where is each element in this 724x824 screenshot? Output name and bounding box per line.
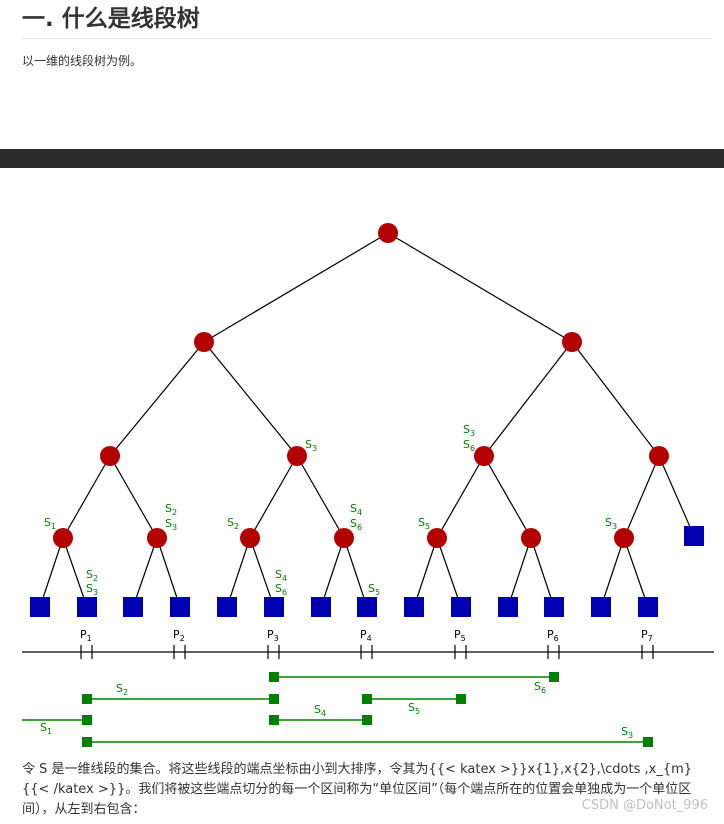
- tree-leaf: [451, 597, 471, 617]
- segment-labels: S6 S2 S5 S4 S1 S3: [40, 680, 633, 740]
- node-label: S6: [350, 517, 362, 532]
- tree-node: [614, 528, 634, 548]
- node-label: S3: [165, 517, 177, 532]
- segment-label-s6: S6: [534, 680, 546, 695]
- node-label: S4: [350, 502, 362, 517]
- node-label: S6: [463, 438, 475, 453]
- internal-nodes: [53, 223, 669, 548]
- number-axis: [22, 645, 714, 659]
- tree-leaf: [123, 597, 143, 617]
- segment-tree-diagram: S3 S3 S6 S1 S2 S3 S2 S4 S6 S5 S3 S2 S3 S…: [22, 223, 714, 747]
- node-segment-labels: S3 S3 S6 S1 S2 S3 S2 S4 S6 S5 S3 S2 S3 S…: [44, 423, 617, 597]
- tree-node: [521, 528, 541, 548]
- tree-leaf: [311, 597, 331, 617]
- tree-node: [427, 528, 447, 548]
- point-labels: P1 P2 P3 P4 P5 P6 P7: [80, 628, 653, 643]
- tree-leaf: [30, 597, 50, 617]
- point-label-p6: P6: [547, 628, 559, 643]
- tree-leaf: [264, 597, 284, 617]
- tree-node: [474, 446, 494, 466]
- tree-node-root: [378, 223, 398, 243]
- tree-leaf: [404, 597, 424, 617]
- tree-leaf: [638, 597, 658, 617]
- tree-leaf: [498, 597, 518, 617]
- point-label-p3: P3: [267, 628, 279, 643]
- tree-node: [147, 528, 167, 548]
- tree-node: [334, 528, 354, 548]
- tree-node: [649, 446, 669, 466]
- tree-leaf: [170, 597, 190, 617]
- segment-label-s2: S2: [116, 682, 128, 697]
- tree-leaf: [544, 597, 564, 617]
- tree-leaf: [684, 526, 704, 546]
- watermark: CSDN @DoNot_996: [581, 798, 708, 813]
- point-label-p4: P4: [360, 628, 372, 643]
- point-label-p7: P7: [641, 628, 653, 643]
- segment-label-s1: S1: [40, 721, 52, 736]
- tree-node: [240, 528, 260, 548]
- point-label-p2: P2: [173, 628, 185, 643]
- body-paragraph: 令 S 是一维线段的集合。将这些线段的端点坐标由小到大排序，令其为{{< kat…: [22, 762, 693, 817]
- tree-node: [100, 446, 120, 466]
- node-label: S2: [86, 568, 98, 583]
- tree-node: [194, 332, 214, 352]
- point-label-p5: P5: [454, 628, 466, 643]
- node-label: S3: [463, 423, 475, 438]
- leaf-nodes: [30, 526, 704, 617]
- tree-edges: [39, 232, 695, 608]
- intro-text: 以一维的线段树为例。: [22, 54, 143, 68]
- node-label: S5: [368, 582, 380, 597]
- segment-label-s3: S3: [621, 725, 633, 740]
- tree-leaf: [591, 597, 611, 617]
- node-label: S5: [418, 516, 430, 531]
- page-heading: 一. 什么是线段树: [22, 4, 712, 39]
- point-label-p1: P1: [80, 628, 92, 643]
- tree-leaf: [357, 597, 377, 617]
- segment-label-s4: S4: [314, 703, 326, 718]
- tree-node: [287, 446, 307, 466]
- node-label: S3: [86, 582, 98, 597]
- node-label: S3: [305, 438, 317, 453]
- segment-label-s5: S5: [408, 701, 420, 716]
- node-label: S6: [275, 582, 287, 597]
- dark-band: [0, 149, 724, 168]
- segments: [22, 672, 653, 747]
- node-label: S2: [165, 502, 177, 517]
- tree-node: [562, 332, 582, 352]
- tree-node: [53, 528, 73, 548]
- node-label: S1: [44, 516, 56, 531]
- node-label: S2: [227, 516, 239, 531]
- node-label: S3: [605, 516, 617, 531]
- node-label: S4: [275, 568, 287, 583]
- tree-leaf: [217, 597, 237, 617]
- tree-leaf: [77, 597, 97, 617]
